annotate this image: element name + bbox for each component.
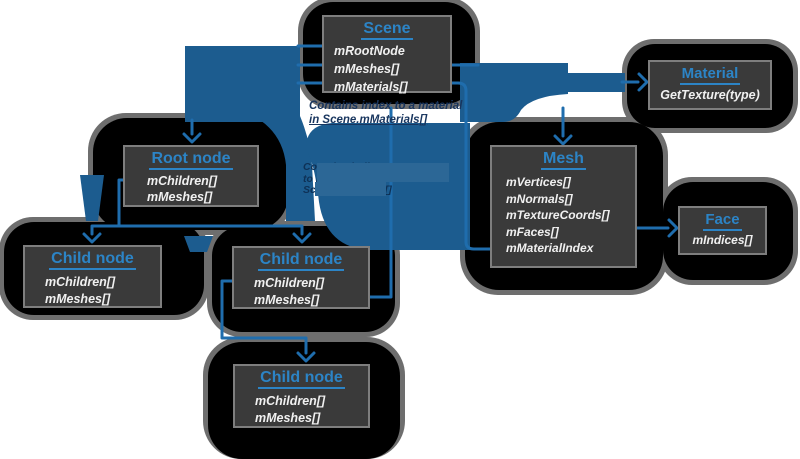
arrowhead-to-bottom-child-icon <box>296 351 316 363</box>
face-field-mindices: mIndices[] <box>692 233 753 247</box>
scene-field-mmeshes: mMeshes[] <box>334 62 400 76</box>
child-node-middle-box: Child node mChildren[] mMeshes[] <box>232 246 370 309</box>
face-title: Face <box>680 208 765 232</box>
scene-field-mmaterials: mMaterials[] <box>334 80 408 94</box>
child-node-bottom-field-mchildren: mChildren[] <box>255 394 326 408</box>
arrowhead-to-face-icon <box>667 218 679 238</box>
child-node-bottom-field-mmeshes: mMeshes[] <box>255 410 321 425</box>
child-node-middle-field-mmeshes: mMeshes[] <box>254 292 320 307</box>
arrowhead-to-material-icon <box>637 72 649 92</box>
mesh-title: Mesh <box>492 147 635 174</box>
child-node-left-box: Child node mChildren[] mMeshes[] <box>23 245 162 308</box>
annotation-material-index: Contains index to a material in Scene.mM… <box>309 100 462 127</box>
material-title: Material <box>650 62 770 87</box>
root-node-box: Root node mChildren[] mMeshes[] <box>123 145 259 207</box>
material-box: Material GetTexture(type) <box>648 60 772 110</box>
mesh-field-mnormals: mNormals[] <box>506 191 573 206</box>
annotation-material-index-line1: Contains index to a material <box>309 100 463 112</box>
arrowhead-to-middle-child-icon <box>292 232 312 244</box>
arrowhead-to-left-child-icon <box>82 232 102 244</box>
root-node-field-mmeshes: mMeshes[] <box>147 190 213 204</box>
mesh-field-mtexturecoords: mTextureCoords[] <box>506 208 610 222</box>
scene-field-mrootnode: mRootNode <box>334 44 405 58</box>
child-node-bottom-title: Child node <box>235 366 368 393</box>
annotation-highlight-block <box>317 163 449 182</box>
child-node-left-field-mchildren: mChildren[] <box>45 275 116 289</box>
mesh-field-mfaces: mFaces[] <box>506 224 559 239</box>
child-node-bottom-box: Child node mChildren[] mMeshes[] <box>233 364 370 428</box>
arrowhead-to-root-node-icon <box>182 132 202 144</box>
root-node-field-mchildren: mChildren[] <box>147 174 218 188</box>
mesh-box: Mesh mVertices[] mNormals[] mTextureCoor… <box>490 145 637 268</box>
child-node-left-title: Child node <box>25 247 160 274</box>
child-node-middle-title: Child node <box>234 248 368 275</box>
flow-arrow-shapes <box>80 46 625 252</box>
annotation-material-index-line2: in Scene.mMaterials[] <box>309 113 428 126</box>
mesh-field-mmaterialindex: mMaterialIndex <box>506 241 594 255</box>
child-node-middle-field-mchildren: mChildren[] <box>254 276 325 290</box>
root-node-title: Root node <box>125 147 257 173</box>
child-node-left-field-mmeshes: mMeshes[] <box>45 291 111 306</box>
mesh-field-mvertices: mVertices[] <box>506 175 571 189</box>
scene-title: Scene <box>324 17 450 42</box>
material-field-gettexture: GetTexture(type) <box>660 88 760 102</box>
scene-box: Scene mRootNode mMeshes[] mMaterials[] <box>322 15 452 94</box>
arrowhead-to-mesh-icon <box>553 134 573 146</box>
face-box: Face mIndices[] <box>678 206 767 255</box>
annotation-highlight-block <box>315 182 386 196</box>
